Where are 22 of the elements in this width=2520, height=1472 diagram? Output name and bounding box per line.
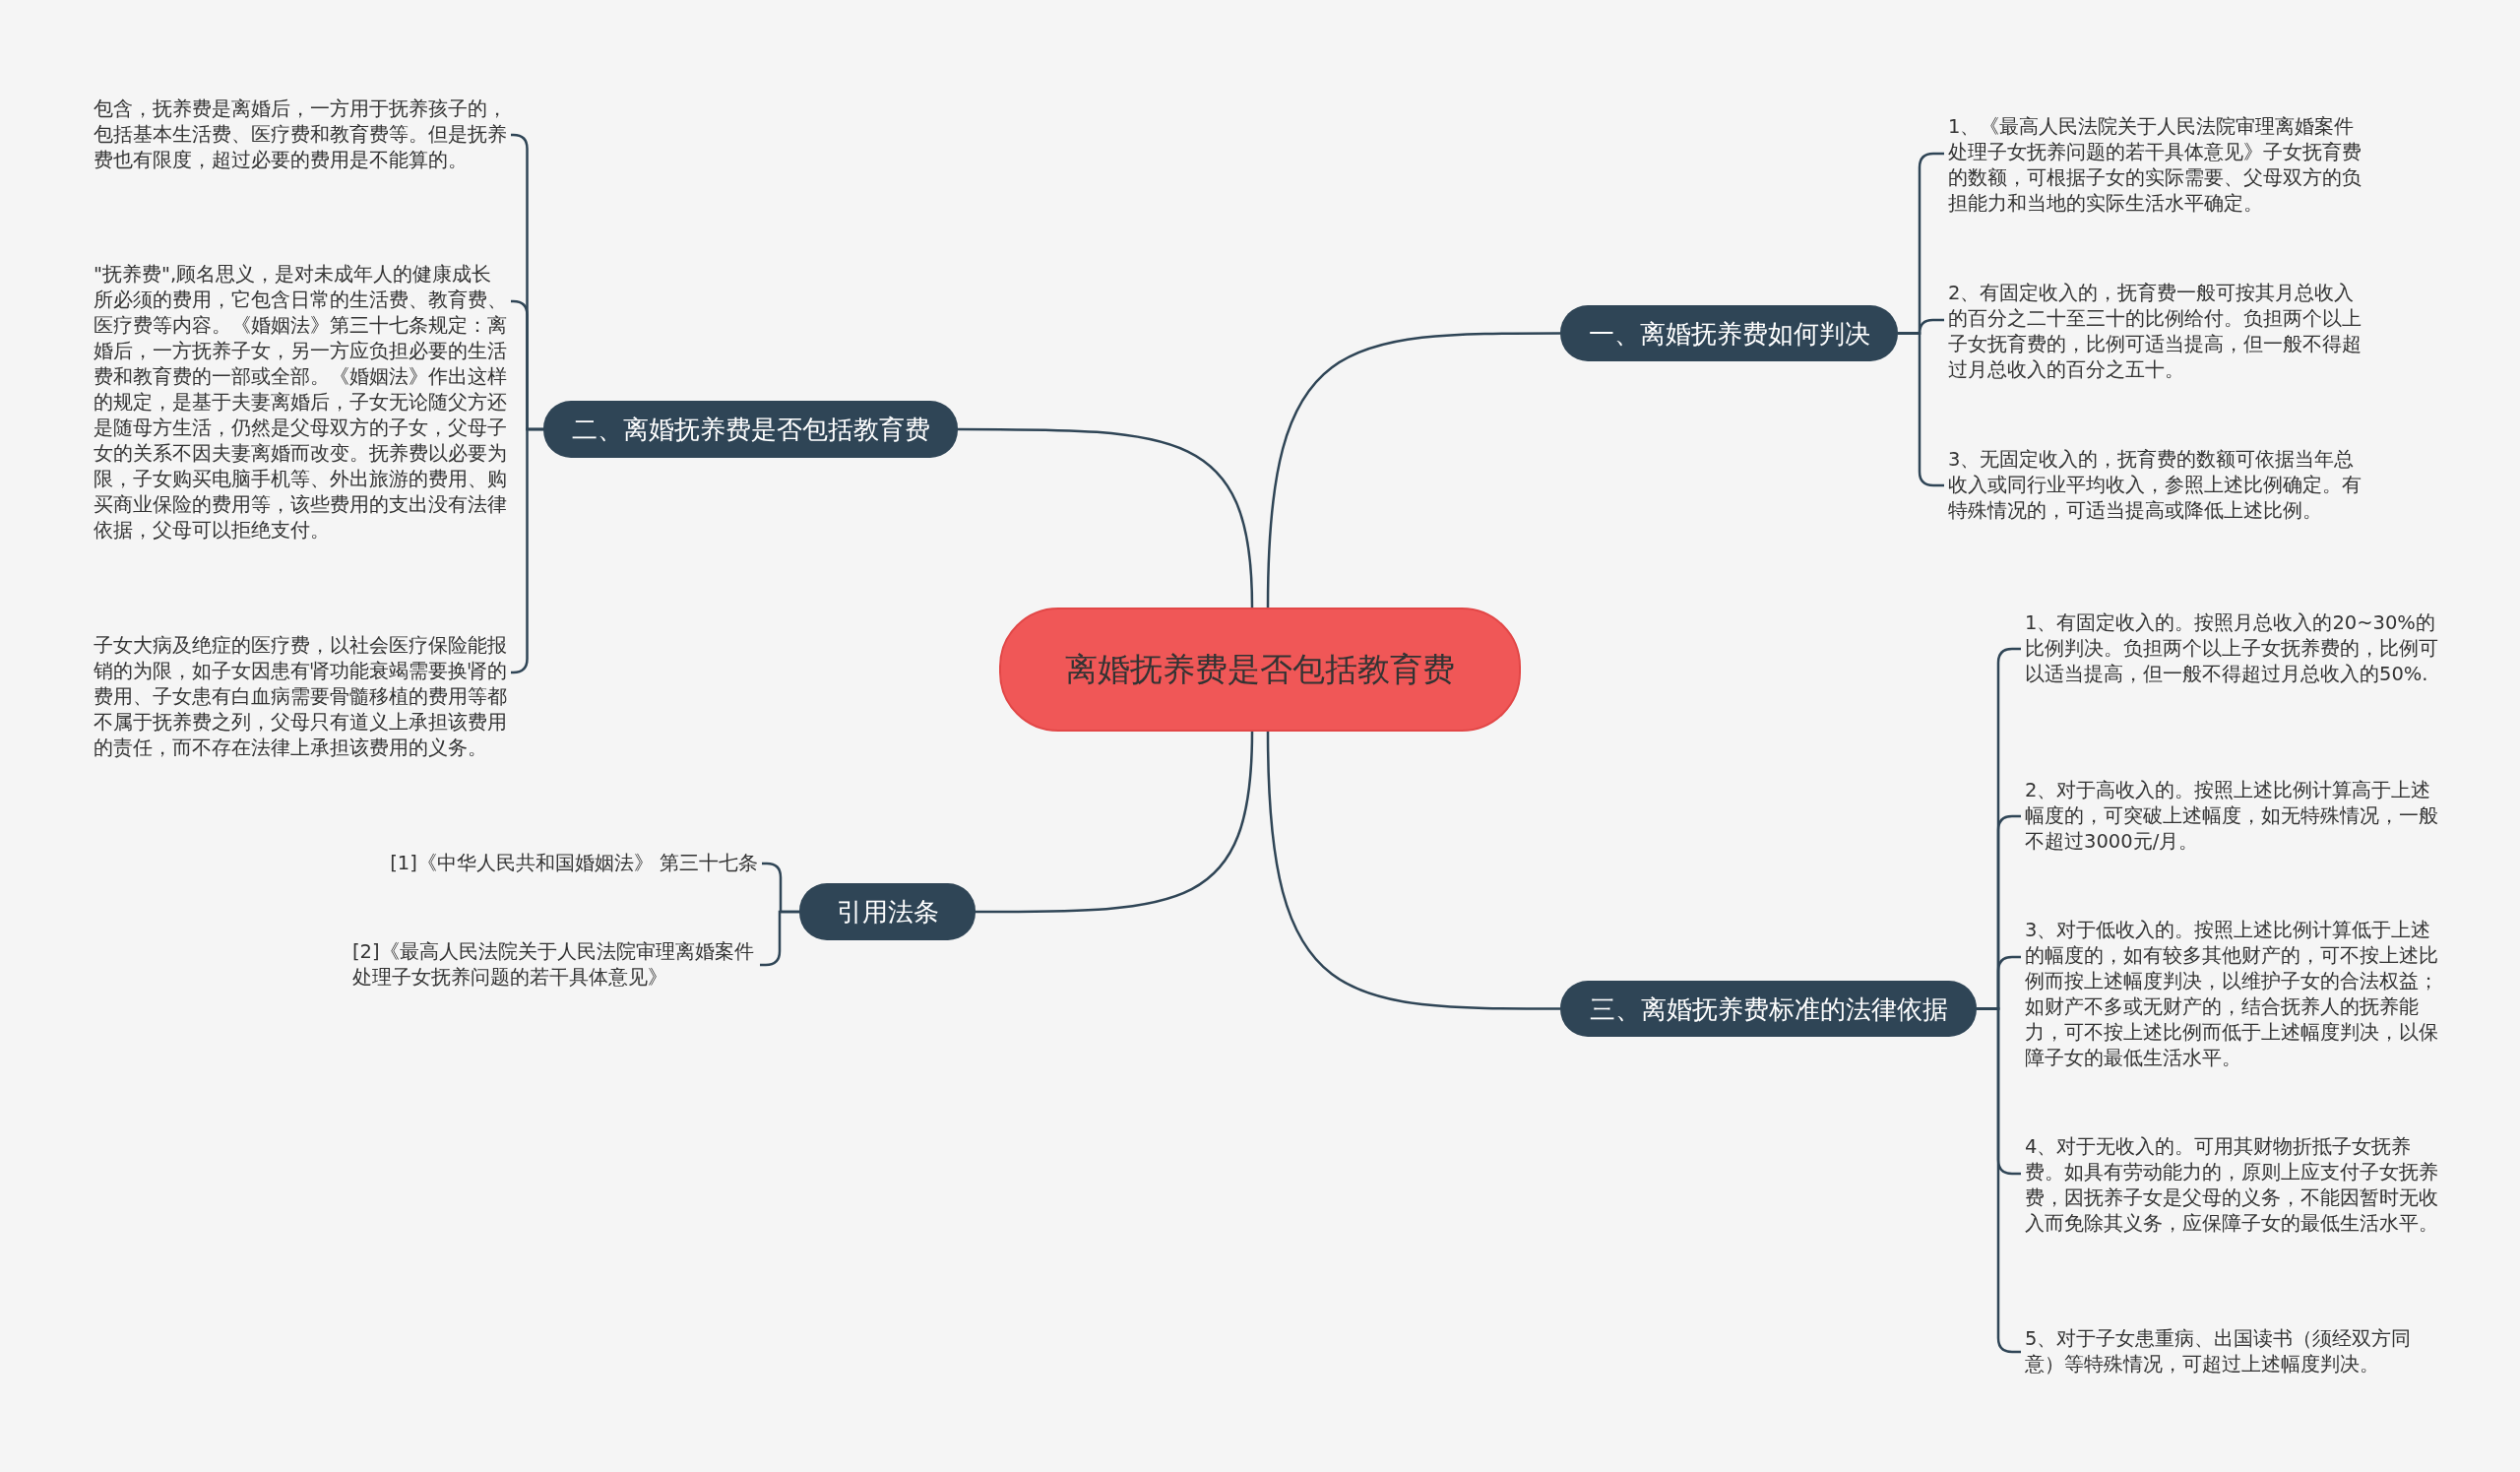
note-text: 2、对于高收入的。按照上述比例计算高于上述幅度的，可突破上述幅度，如无特殊情况，一般不超过3000元/月。 (2025, 778, 2438, 855)
connector-line (976, 731, 1254, 914)
note-text: 3、无固定收入的，抚育费的数额可依据当年总收入或同行业平均收入，参照上述比例确定。有特殊情况的，可适当提高或降低上述比例。 (1948, 447, 2362, 524)
central-topic-box: 离婚抚养费是否包括教育费 (999, 608, 1521, 732)
topic-box: 二、离婚抚养费是否包括教育费 (543, 401, 958, 458)
note-text: 1、有固定收入的。按照月总收入的20~30%的比例判决。负担两个以上子女抚养费的，比例可以适当提高，但一般不得超过月总收入的50%. (2025, 610, 2438, 687)
topic-box: 三、离婚抚养费标准的法律依据 (1560, 981, 1977, 1037)
note-text: 4、对于无收入的。可用其财物折抵子女抚养费。如具有劳动能力的，原则上应支付子女抚养费，因抚养子女是父母的义务，不能因暂时无收入而免除其义务，应保障子女的最低生活水平。 (2025, 1134, 2438, 1237)
connector-line (1266, 731, 1560, 1010)
note-text: [2]《最高人民法院关于人民法院审理离婚案件处理子女抚养问题的若干具体意见》 (352, 939, 756, 991)
connector-line (958, 427, 1254, 608)
note-text: 5、对于子女患重病、出国读书（须经双方同意）等特殊情况，可超过上述幅度判决。 (2025, 1326, 2438, 1377)
note-text: [1]《中华人民共和国婚姻法》 第三十七条 (354, 851, 758, 876)
topic-box: 一、离婚抚养费如何判决 (1560, 305, 1898, 361)
note-text: 包含，抚养费是离婚后，一方用于抚养孩子的，包括基本生活费、医疗费和教育费等。但是抚养费也有限度，超过必要的费用是不能算的。 (94, 96, 507, 173)
topic-box: 引用法条 (799, 883, 976, 940)
connector-line (1266, 332, 1560, 608)
note-text: "抚养费",顾名思义，是对未成年人的健康成长所必须的费用，它包含日常的生活费、教育费、医疗费等内容。《婚姻法》第三十七条规定：离婚后，一方抚养子女，另一方应负担必要的生活费和教育费的一部或全部。《婚姻法》作出这样的规定，是基于夫妻离婚后，子女无论随父方还是随母方生活，仍然是父母双方的子女，父母子女的关系不因夫妻离婚而改变。抚养费以必要为限，子女购买电脑手机等、外出旅游的费用、购买商业保险的费用等，该些费用的支出没有法律依据，父母可以拒绝支付。 (94, 262, 507, 544)
note-text: 3、对于低收入的。按照上述比例计算低于上述的幅度的，如有较多其他财产的，可不按上述比例而按上述幅度判决，以维护子女的合法权益；如财产不多或无财产的，结合抚养人的抚养能力，可不按上述比例而低于上述幅度判决，以保障子女的最低生活水平。 (2025, 918, 2438, 1071)
note-text: 1、《最高人民法院关于人民法院审理离婚案件处理子女抚养问题的若干具体意见》子女抚育费的数额，可根据子女的实际需要、父母双方的负担能力和当地的实际生活水平确定。 (1948, 114, 2362, 217)
note-text: 2、有固定收入的，抚育费一般可按其月总收入的百分之二十至三十的比例给付。负担两个以上子女抚育费的，比例可适当提高，但一般不得超过月总收入的百分之五十。 (1948, 281, 2362, 383)
note-text: 子女大病及绝症的医疗费，以社会医疗保险能报销的为限，如子女因患有肾功能衰竭需要换肾的费用、子女患有白血病需要骨髓移植的费用等都不属于抚养费之列，父母只有道义上承担该费用的责任，而不存在法律上承担该费用的义务。 (94, 633, 507, 761)
